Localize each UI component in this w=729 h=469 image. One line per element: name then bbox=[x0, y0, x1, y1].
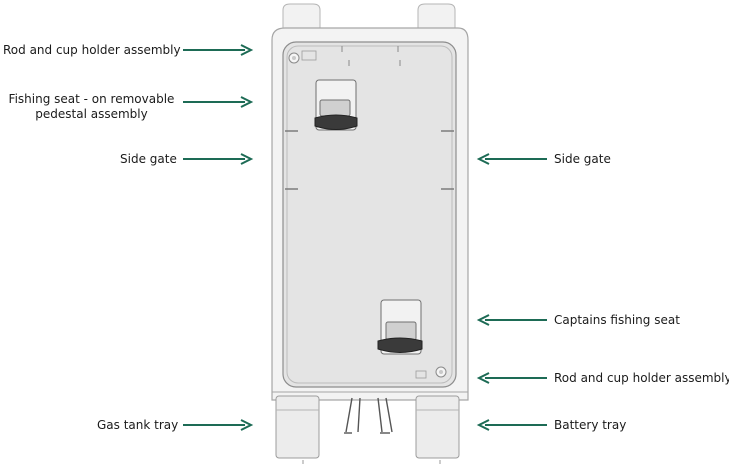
arrow-gas-tank-tray bbox=[183, 419, 254, 431]
arrow-rod-holder-top bbox=[183, 44, 254, 56]
label-fishing-seat-line1: Fishing seat - on removable bbox=[8, 92, 175, 106]
battery-tray bbox=[415, 395, 460, 459]
label-fishing-seat: Fishing seat - on removable pedestal ass… bbox=[3, 92, 180, 122]
label-rod-holder-bottom: Rod and cup holder assembly bbox=[554, 371, 729, 385]
fishing-seat bbox=[314, 79, 358, 131]
arrow-battery-tray bbox=[476, 419, 547, 431]
side-gate-marks bbox=[285, 130, 454, 190]
arrow-captains-seat bbox=[476, 314, 547, 326]
gas-tank-tray bbox=[275, 395, 320, 459]
deck-rail bbox=[286, 45, 453, 384]
left-pontoon-front bbox=[282, 3, 321, 31]
label-battery-tray: Battery tray bbox=[554, 418, 627, 432]
label-gas-tank-tray: Gas tank tray bbox=[97, 418, 179, 432]
right-pontoon-front bbox=[417, 3, 456, 31]
label-rod-holder-top: Rod and cup holder assembly bbox=[3, 43, 181, 57]
arrow-fishing-seat bbox=[183, 96, 254, 108]
arrow-side-gate-right bbox=[476, 153, 547, 165]
arrow-rod-holder-bottom bbox=[476, 372, 547, 384]
motor-mount bbox=[344, 397, 393, 434]
label-captains-seat: Captains fishing seat bbox=[554, 313, 680, 327]
label-side-gate-right: Side gate bbox=[554, 152, 611, 166]
rod-holder-bottom-right bbox=[415, 366, 447, 379]
front-rail-fittings bbox=[341, 46, 401, 66]
label-fishing-seat-line2: pedestal assembly bbox=[35, 107, 148, 121]
deck bbox=[282, 41, 457, 388]
arrow-side-gate-left bbox=[183, 153, 254, 165]
rod-holder-top-left bbox=[288, 50, 317, 64]
captains-seat bbox=[377, 299, 423, 355]
label-side-gate-left: Side gate bbox=[120, 152, 177, 166]
